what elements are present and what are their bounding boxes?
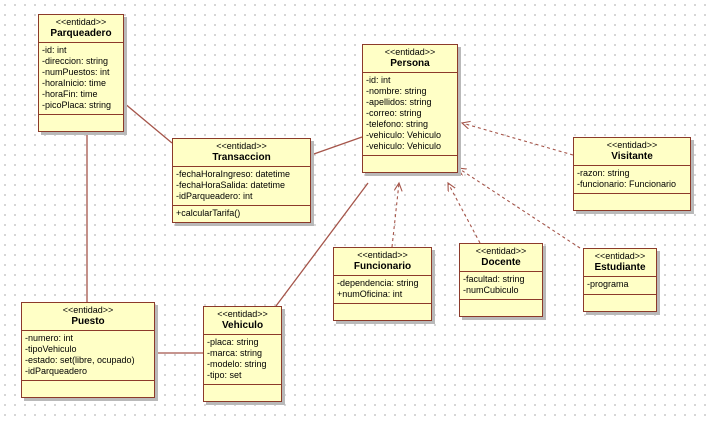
class-name: Visitante [611, 151, 653, 162]
class-attribute: -razon: string [577, 168, 630, 178]
class-attribute: -fechaHoraIngreso: datetime [176, 169, 291, 179]
class-attribute: -id: int [366, 75, 391, 85]
class-attributes: -programa [584, 277, 656, 295]
class-stereotype: <<entidad>> [62, 305, 114, 315]
class-stereotype: <<entidad>> [357, 250, 408, 260]
class-attribute: -vehiculo: Vehiculo [366, 130, 442, 140]
class-attribute: -modelo: string [207, 359, 267, 369]
class-attribute: +numOficina: int [337, 289, 403, 299]
class-stereotype: <<entidad>> [475, 246, 527, 256]
class-attribute: -idParqueadero [25, 366, 88, 376]
class-attributes: -id: int-direccion: string-numPuestos: i… [39, 43, 123, 115]
class-operations [334, 304, 431, 320]
class-attribute: -funcionario: Funcionario [577, 179, 677, 189]
class-header: <<entidad>> Estudiante [584, 249, 656, 277]
class-visitante[interactable]: <<entidad>> Visitante -razon: string-fun… [573, 137, 691, 211]
class-estudiante[interactable]: <<entidad>> Estudiante -programa [583, 248, 657, 312]
class-operations [363, 156, 457, 172]
dependency-visitante-persona [462, 123, 574, 156]
class-header: <<entidad>> Docente [460, 244, 542, 272]
class-attribute: -estado: set(libre, ocupado) [25, 355, 135, 365]
class-attribute: -programa [587, 279, 629, 289]
class-header: <<entidad>> Visitante [574, 138, 690, 166]
class-attribute: -dependencia: string [337, 278, 419, 288]
association-parqueadero-transaccion [123, 102, 173, 144]
class-operations [204, 385, 281, 401]
class-vehiculo[interactable]: <<entidad>> Vehiculo -placa: string-marc… [203, 306, 282, 402]
class-persona[interactable]: <<entidad>> Persona -id: int-nombre: str… [362, 44, 458, 173]
class-header: <<entidad>> Vehiculo [204, 307, 281, 335]
class-name: Puesto [71, 316, 105, 327]
class-attribute: -facultad: string [463, 274, 525, 284]
class-header: <<entidad>> Parqueadero [39, 15, 123, 43]
class-funcionario[interactable]: <<entidad>> Funcionario -dependencia: st… [333, 247, 432, 321]
dependency-funcionario-persona [391, 183, 399, 248]
class-attribute: -tipoVehiculo [25, 344, 77, 354]
class-attributes: -dependencia: string+numOficina: int [334, 276, 431, 304]
class-attribute: -correo: string [366, 108, 422, 118]
class-stereotype: <<entidad>> [55, 17, 107, 27]
class-stereotype: <<entidad>> [216, 141, 267, 151]
dependency-estudiante-persona [458, 168, 581, 249]
class-name: Docente [481, 257, 521, 268]
class-attribute: -telefono: string [366, 119, 429, 129]
class-puesto[interactable]: <<entidad>> Puesto -numero: int-tipoVehi… [21, 302, 155, 398]
class-attributes: -razon: string-funcionario: Funcionario [574, 166, 690, 194]
class-name: Funcionario [353, 261, 412, 272]
class-attribute: -numCubiculo [463, 285, 519, 295]
class-header: <<entidad>> Puesto [22, 303, 154, 331]
class-attributes: -facultad: string-numCubiculo [460, 272, 542, 300]
class-attribute: -direccion: string [42, 56, 109, 66]
class-attributes: -numero: int-tipoVehiculo-estado: set(li… [22, 331, 154, 381]
class-attribute: -horaFin: time [42, 89, 98, 99]
class-stereotype: <<entidad>> [594, 251, 646, 261]
class-header: <<entidad>> Funcionario [334, 248, 431, 276]
class-parqueadero[interactable]: <<entidad>> Parqueadero -id: int-direcci… [38, 14, 124, 132]
association-transaccion-persona [310, 136, 363, 156]
class-operations: +calcularTarifa() [173, 206, 310, 222]
class-attribute: -placa: string [207, 337, 259, 347]
class-operations [460, 300, 542, 316]
class-docente[interactable]: <<entidad>> Docente -facultad: string-nu… [459, 243, 543, 317]
class-attribute: -tipo: set [207, 370, 242, 380]
class-name: Transaccion [212, 152, 271, 163]
class-name: Estudiante [594, 262, 646, 273]
class-header: <<entidad>> Persona [363, 45, 457, 73]
class-stereotype: <<entidad>> [606, 140, 658, 150]
class-attribute: -numPuestos: int [42, 67, 110, 77]
class-attribute: -horaInicio: time [42, 78, 107, 88]
class-attribute: -picoPlaca: string [42, 100, 112, 110]
class-attribute: -numero: int [25, 333, 74, 343]
class-attribute: -idParqueadero: int [176, 191, 253, 201]
class-header: <<entidad>> Transaccion [173, 139, 310, 167]
class-attribute: -marca: string [207, 348, 263, 358]
class-name: Parqueadero [50, 28, 112, 39]
class-name: Vehiculo [221, 320, 264, 331]
class-operations [39, 115, 123, 131]
class-operations [574, 194, 690, 210]
class-attributes: -fechaHoraIngreso: datetime-fechaHoraSal… [173, 167, 310, 206]
class-attribute: -id: int [42, 45, 67, 55]
class-attributes: -placa: string-marca: string-modelo: str… [204, 335, 281, 385]
class-operations [22, 381, 154, 397]
class-attribute: -nombre: string [366, 86, 427, 96]
class-transaccion[interactable]: <<entidad>> Transaccion -fechaHoraIngres… [172, 138, 311, 223]
class-operation: +calcularTarifa() [176, 208, 241, 218]
class-stereotype: <<entidad>> [384, 47, 436, 57]
class-attribute: -vehiculo: Vehiculo [366, 141, 442, 151]
class-operations [584, 295, 656, 311]
class-name: Persona [390, 58, 430, 69]
class-stereotype: <<entidad>> [217, 309, 268, 319]
dependency-docente-persona [448, 183, 481, 244]
class-attribute: -fechaHoraSalida: datetime [176, 180, 286, 190]
class-attributes: -id: int-nombre: string-apellidos: strin… [363, 73, 457, 156]
class-attribute: -apellidos: string [366, 97, 432, 107]
